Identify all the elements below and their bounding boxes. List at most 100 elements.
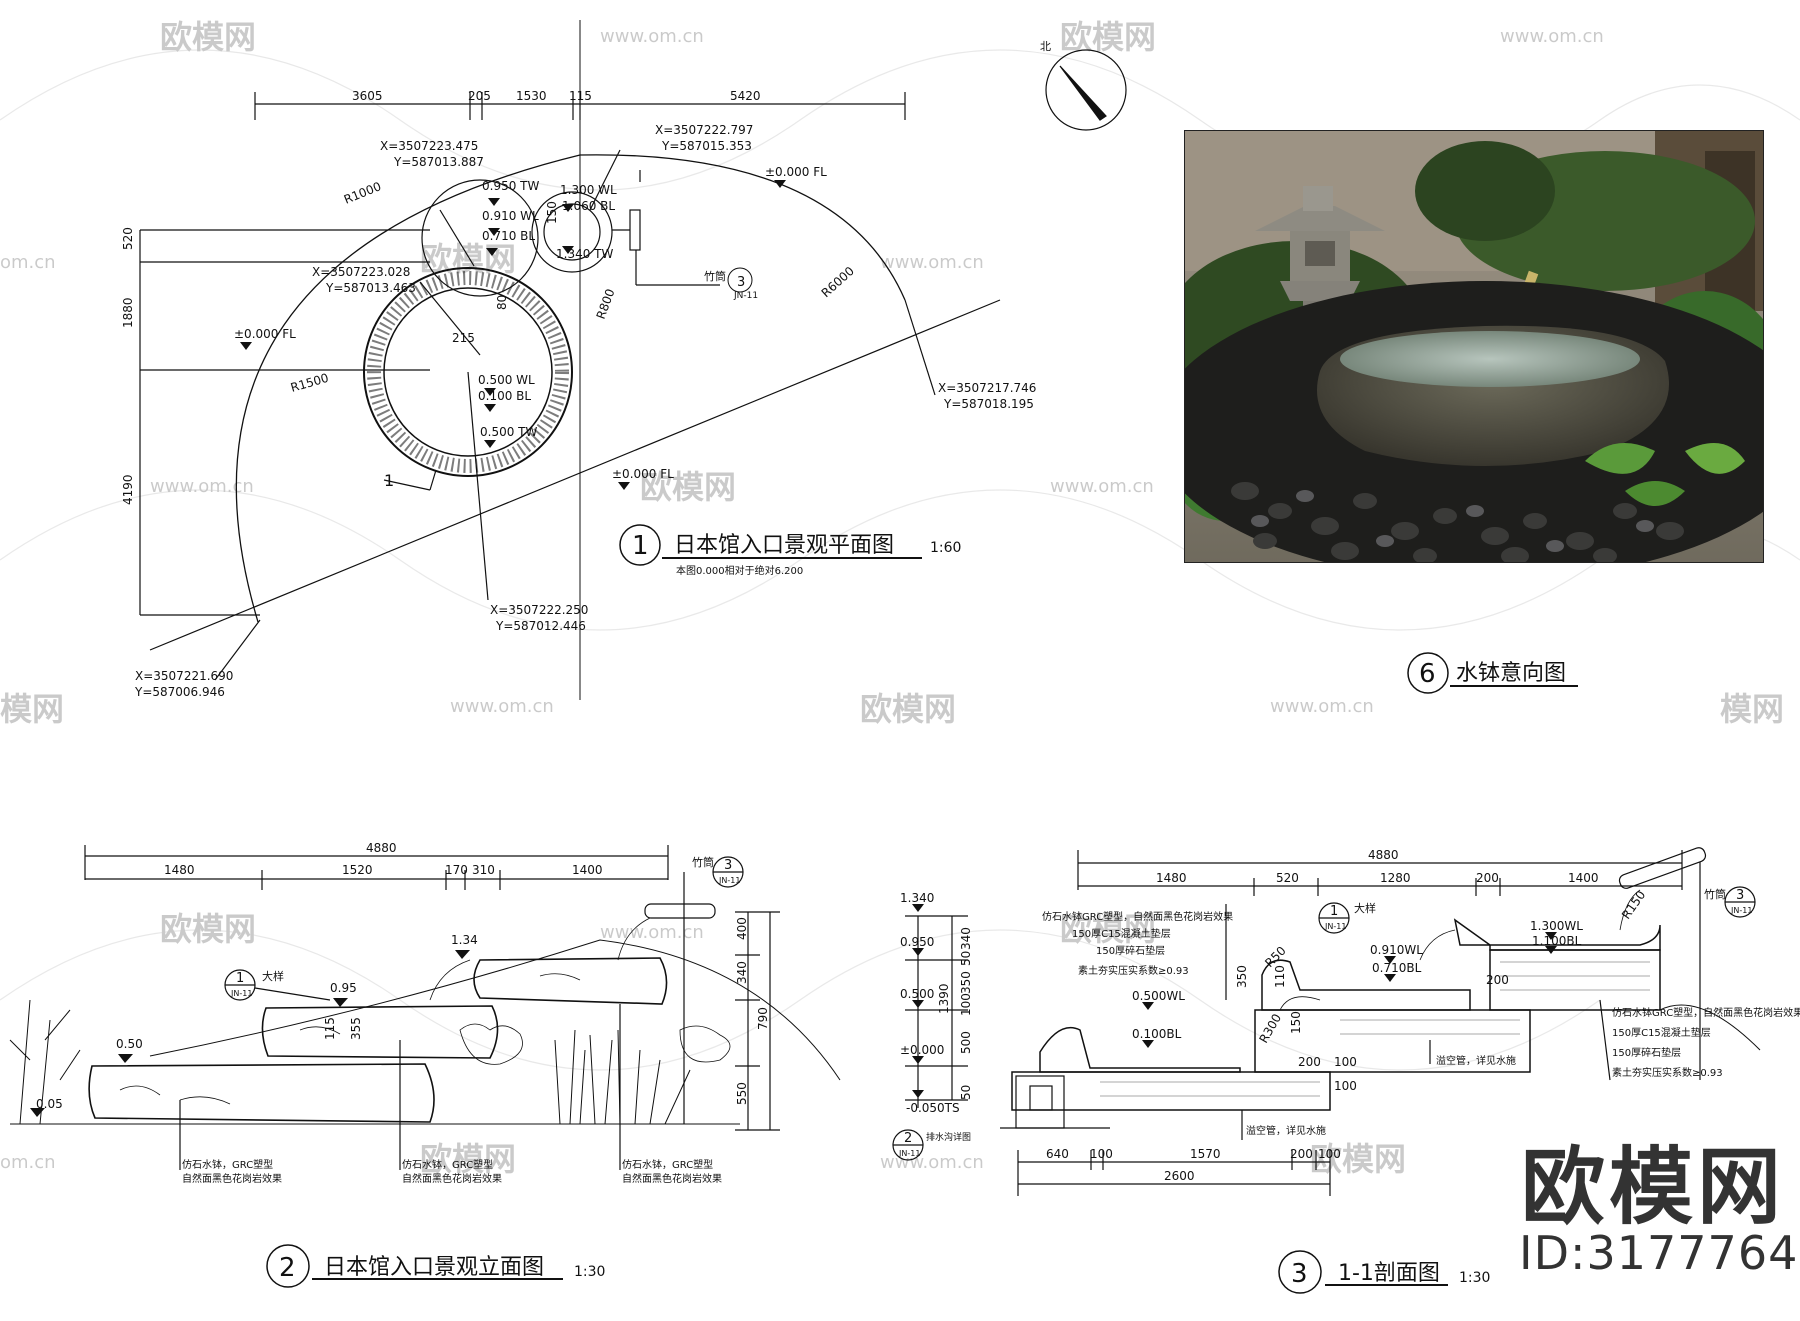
level-label: 0.100 BL — [478, 389, 531, 403]
level-label: 1.34 — [451, 933, 478, 947]
dim-label: 1520 — [342, 863, 373, 877]
note-line: 150厚碎石垫层 — [1612, 1046, 1681, 1059]
watermark-url: www.om.cn — [880, 1152, 984, 1173]
detail-number: 1 — [236, 971, 244, 986]
watermark-url: www.om.cn — [1050, 476, 1154, 497]
plan-scale: 1:60 — [930, 540, 961, 556]
dim-label: 640 — [1046, 1147, 1069, 1161]
radius-label: R1500 — [289, 371, 330, 395]
dim-label: 200 — [1290, 1147, 1313, 1161]
watermark-url: www.om.cn — [600, 922, 704, 943]
watermark-logo: 模网 — [1720, 690, 1784, 728]
model-id: ID:3177764 — [1519, 1226, 1799, 1280]
note-line: 150厚C15混凝土垫层 — [1612, 1026, 1711, 1039]
note-line: 150厚碎石垫层 — [1096, 944, 1165, 957]
dim-label: 1390 — [937, 983, 951, 1014]
level-label: 1.300 WL — [560, 183, 617, 197]
dim-label: 200 — [1298, 1055, 1321, 1069]
detail-sheet: JN-11 — [230, 989, 252, 998]
dim-label: 340 — [735, 961, 749, 984]
detail-label: 大样 — [262, 969, 284, 983]
section-mark: 1 — [384, 471, 394, 490]
bamboo-sheet: JN-11 — [718, 876, 740, 885]
dim-label: 150 — [545, 201, 559, 224]
dim-label: 115 — [569, 89, 592, 103]
radius-label: R150 — [1619, 888, 1648, 922]
level-label: 0.50 — [116, 1037, 143, 1051]
dim-label: 215 — [452, 331, 475, 345]
plan-note: 本图0.000相对于绝对6.200 — [676, 564, 803, 577]
coord-x: X=3507223.475 — [380, 139, 478, 153]
photo-title-number: 6 — [1419, 659, 1436, 689]
dim-label: 350 — [1235, 965, 1249, 988]
level-label: 0.500WL — [1132, 989, 1185, 1003]
level-label: 0.950 TW — [482, 179, 539, 193]
coord-x: X=3507221.690 — [135, 669, 233, 683]
coord-y: Y=587018.195 — [943, 397, 1034, 411]
dim-label: 1280 — [1380, 871, 1411, 885]
dim-label: 4880 — [1368, 848, 1399, 862]
dim-label: 1880 — [121, 297, 135, 328]
level-label: 0.500 TW — [480, 425, 537, 439]
photo-title: 水钵意向图 — [1456, 661, 1566, 686]
dim-label: 400 — [735, 917, 749, 940]
dim-label: 115 — [323, 1017, 337, 1040]
level-label: ±0.000 — [900, 1043, 944, 1057]
elevation-title-number: 2 — [279, 1253, 296, 1283]
watermark-url: www.om.cn — [1270, 696, 1374, 717]
dim-label: 100 — [1090, 1147, 1113, 1161]
drain-number: 2 — [904, 1131, 912, 1146]
dim-label: 1400 — [572, 863, 603, 877]
level-label: ±0.000 FL — [765, 165, 827, 179]
bamboo-label: 竹筒 — [1704, 887, 1726, 901]
dim-label: 200 — [1476, 871, 1499, 885]
dim-label: 520 — [1276, 871, 1299, 885]
level-label: ±0.000 FL — [612, 467, 674, 481]
photo-title-group: 6 水钵意向图 — [1407, 652, 1578, 694]
dim-label: 500 — [959, 1031, 973, 1054]
detail-sheet: JN-11 — [1324, 922, 1346, 931]
drain-label: 排水沟详图 — [926, 1131, 971, 1143]
bamboo-sheet: JN-11 — [1730, 906, 1752, 915]
radius-label: R6000 — [819, 264, 857, 300]
north-label: 北 — [1040, 40, 1051, 53]
coord-y: Y=587013.887 — [393, 155, 484, 169]
dim-label: 170 — [445, 863, 468, 877]
dim-label: 550 — [735, 1082, 749, 1105]
watermark-url: om.cn — [0, 252, 56, 273]
radius-label: R1000 — [342, 179, 383, 207]
level-label: 0.95 — [330, 981, 357, 995]
note-line: 仿石水钵，GRC塑型 — [622, 1158, 713, 1171]
dim-label: 350 — [959, 971, 973, 994]
level-label: 0.100BL — [1132, 1027, 1182, 1041]
dim-label: 205 — [468, 89, 491, 103]
coord-y: Y=587006.946 — [134, 685, 225, 699]
level-label: 0.05 — [36, 1097, 63, 1111]
coord-y: Y=587013.463 — [325, 281, 416, 295]
level-label: 1.340 TW — [556, 247, 613, 261]
watermark-logo: 模网 — [0, 690, 64, 728]
dim-label: 50 — [959, 1085, 973, 1100]
dim-label: 1400 — [1568, 871, 1599, 885]
watermark-logo: 欧模网 — [160, 910, 256, 948]
bamboo-number: 3 — [724, 858, 732, 873]
dim-label: 3605 — [352, 89, 383, 103]
north-arrow-icon — [1045, 49, 1127, 131]
dim-label: 100 — [1334, 1079, 1357, 1093]
dim-label: 340 — [959, 927, 973, 950]
level-label: 1.300WL — [1530, 919, 1583, 933]
level-label: 1.100BL — [1532, 934, 1582, 948]
level-label: 0.710BL — [1372, 961, 1422, 975]
note-line: 自然面黑色花岗岩效果 — [182, 1172, 282, 1185]
drain-sheet: JN-11 — [898, 1149, 920, 1158]
watermark-logo: 欧模网 — [160, 18, 256, 56]
note-line: 素土夯实压实系数≥0.93 — [1612, 1066, 1723, 1079]
section-scale: 1:30 — [1459, 1270, 1490, 1286]
note-line: 自然面黑色花岗岩效果 — [402, 1172, 502, 1185]
water-basin-photo — [1184, 130, 1764, 563]
elevation-title: 日本馆入口景观立面图 — [324, 1255, 544, 1280]
coord-y: Y=587015.353 — [661, 139, 752, 153]
detail-number: 1 — [1330, 904, 1338, 919]
dim-label: 80 — [495, 295, 509, 310]
elevation-drawing — [9, 845, 841, 1288]
